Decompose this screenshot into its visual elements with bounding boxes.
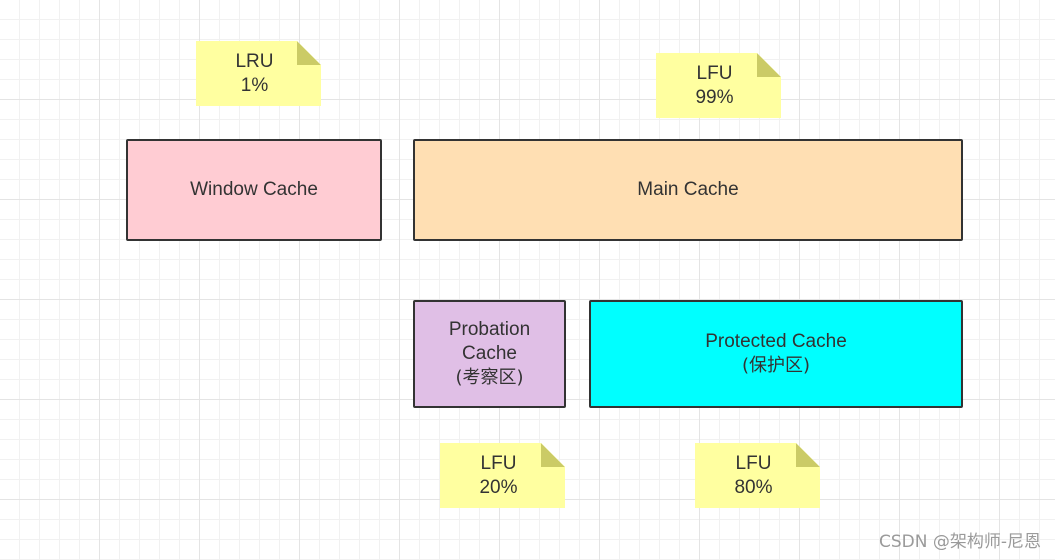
- protected-cache-label-line1: Protected Cache: [705, 331, 847, 352]
- note-share: 99%: [695, 86, 734, 108]
- note-protected-lfu: LFU 80%: [695, 443, 820, 508]
- window-cache-label: Window Cache: [190, 179, 318, 200]
- note-policy: LFU: [735, 452, 772, 474]
- probation-cache-box: Probation Cache (考察区): [413, 300, 566, 408]
- note-policy: LFU: [480, 452, 517, 474]
- note-policy: LRU: [235, 50, 274, 72]
- note-probation-lfu: LFU 20%: [440, 443, 565, 508]
- probation-cache-label-line3: (考察区): [455, 367, 524, 388]
- note-share: 1%: [240, 74, 269, 96]
- probation-cache-label-line2: Cache: [462, 343, 517, 364]
- protected-cache-box: Protected Cache (保护区): [589, 300, 963, 408]
- window-cache-box: Window Cache: [126, 139, 382, 241]
- note-share: 20%: [479, 476, 518, 498]
- main-cache-label: Main Cache: [637, 179, 739, 200]
- main-cache-box: Main Cache: [413, 139, 963, 241]
- note-window-lru: LRU 1%: [196, 41, 321, 106]
- watermark: CSDN @架构师-尼恩: [878, 532, 1041, 552]
- note-share: 80%: [734, 476, 773, 498]
- note-main-lfu: LFU 99%: [656, 53, 781, 118]
- note-policy: LFU: [696, 62, 733, 84]
- probation-cache-label-line1: Probation: [448, 319, 531, 340]
- note-fold: [541, 443, 565, 467]
- note-fold: [297, 41, 321, 65]
- note-fold: [757, 53, 781, 77]
- protected-cache-label-line2: (保护区): [741, 355, 811, 376]
- note-fold: [796, 443, 820, 467]
